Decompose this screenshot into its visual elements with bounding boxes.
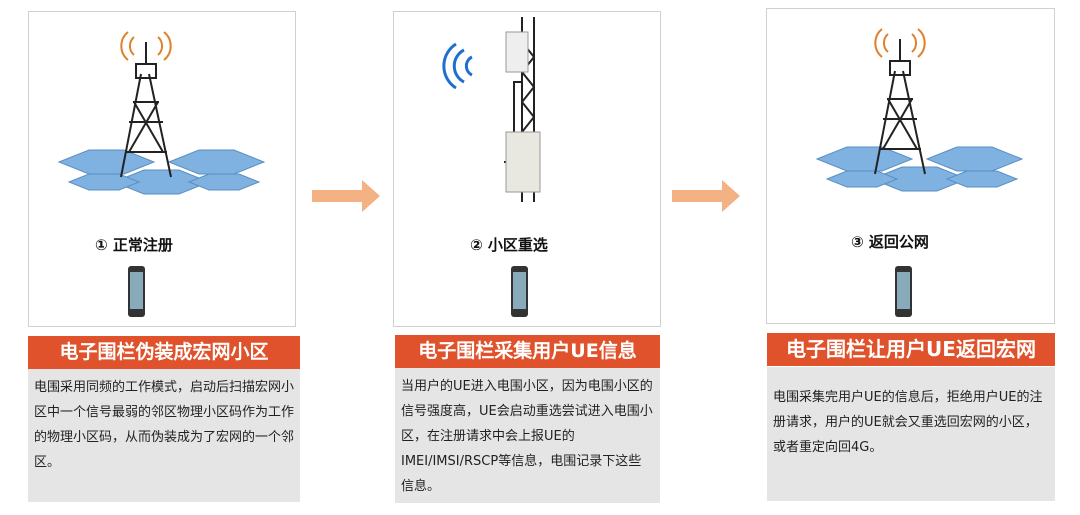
phone-icon	[128, 266, 145, 317]
phone-icon	[895, 266, 912, 317]
panel-3-header: 电子围栏让用户UE返回宏网	[767, 333, 1055, 366]
fence-device-icon	[442, 17, 541, 202]
arrow-right-icon	[312, 180, 380, 212]
step-label: ③ 返回公网	[851, 233, 929, 251]
cell-tower-icon	[815, 28, 1024, 192]
panel-2-header: 电子围栏采集用户UE信息	[395, 335, 660, 368]
panel-3-illustration: ③ 返回公网	[766, 8, 1055, 324]
step-label: ② 小区重选	[470, 236, 548, 254]
panel-2-description: 当用户的UE进入电围小区，因为电围小区的信号强度高，UE会启动重选尝试进入电围小…	[395, 368, 660, 503]
cell-tower-icon	[57, 31, 266, 195]
panel-3-description: 电围采集完用户UE的信息后，拒绝用户UE的注册请求，用户的UE就会又重选回宏网的…	[767, 367, 1055, 501]
phone-icon	[511, 266, 528, 317]
panel-1-header: 电子围栏伪装成宏网小区	[28, 336, 300, 369]
step-label: ① 正常注册	[95, 236, 173, 254]
arrow-right-icon	[672, 180, 740, 212]
panel-2-illustration: ② 小区重选	[393, 11, 661, 327]
panel-1-illustration: ① 正常注册	[28, 11, 296, 327]
panel-1-description: 电围采用同频的工作模式，启动后扫描宏网小区中一个信号最弱的邻区物理小区码作为工作…	[28, 369, 300, 502]
